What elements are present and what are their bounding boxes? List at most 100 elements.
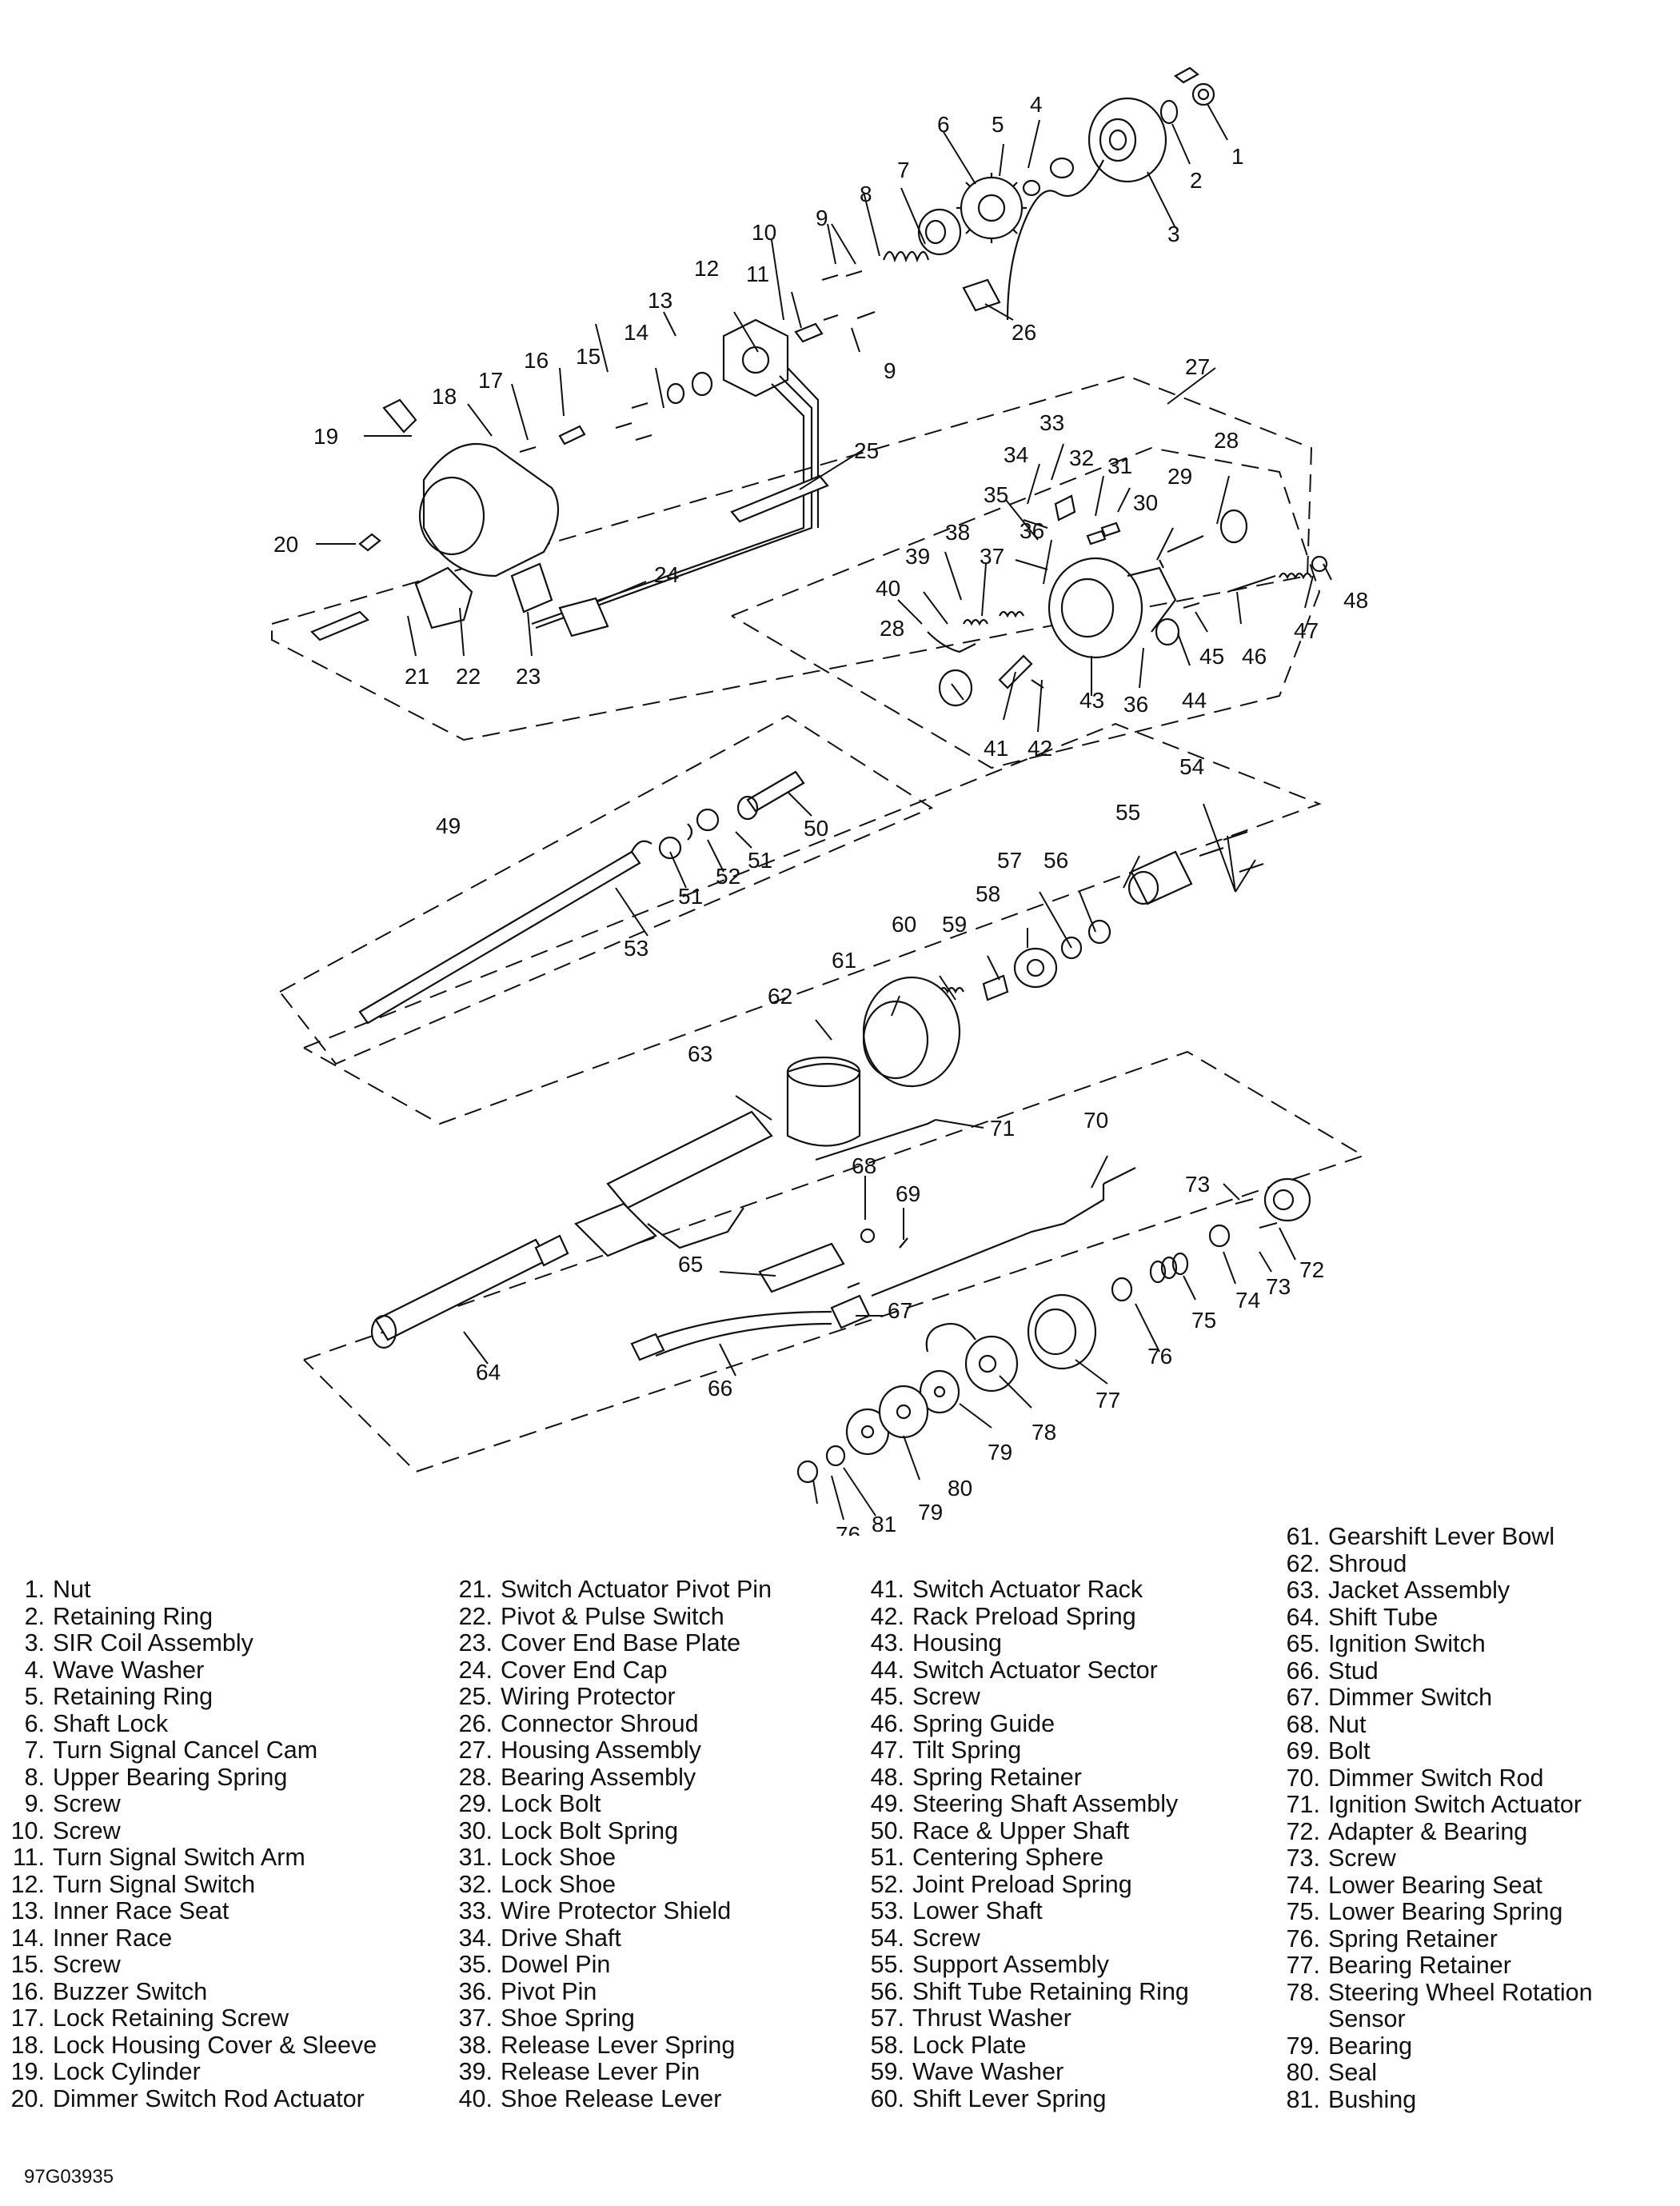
callout: 39 [905, 544, 930, 569]
part-13-inner-race-seat [691, 371, 713, 397]
legend-number: 1. [24, 1576, 45, 1603]
legend-number: 41. [870, 1576, 904, 1603]
legend-label: Lock Cylinder [53, 2058, 201, 2085]
legend-row: 21. Switch Actuator Pivot Pin [448, 1576, 772, 1604]
legend-row: 9.Screw [0, 1790, 377, 1818]
legend-number: 73. [1286, 1844, 1320, 1872]
part-60-shift-lever-spring [939, 986, 964, 994]
legend-row: 43.Housing [860, 1629, 1189, 1657]
callout: 43 [1079, 688, 1104, 713]
upper-group-outline [271, 374, 1313, 741]
legend-row-continuation: Sensor [1275, 2005, 1593, 2033]
part-55-support-assembly [1127, 850, 1193, 905]
part-73-screws [1235, 1197, 1278, 1229]
legend-row: 7.Turn Signal Cancel Cam [0, 1736, 377, 1764]
legend-label: Connector Shroud [501, 1709, 699, 1737]
legend-label: Nut [1328, 1710, 1367, 1738]
legend-label: Switch Actuator Sector [912, 1656, 1158, 1684]
callout: 42 [1028, 736, 1052, 761]
part-34-35-drive-shaft-dowel [1015, 518, 1048, 571]
legend-number: 59. [870, 2058, 904, 2085]
part-20-dimmer-rod-actuator [358, 533, 381, 552]
legend-label: Rack Preload Spring [912, 1602, 1136, 1630]
legend-number: 74. [1286, 1871, 1320, 1899]
legend-label: Cover End Cap [501, 1656, 668, 1684]
legend-row: 41.Switch Actuator Rack [860, 1576, 1189, 1604]
part-23-cover-end-base-plate [510, 562, 553, 613]
legend-label: Cover End Base Plate [501, 1629, 741, 1656]
part-77-bearing-retainer [1027, 1293, 1097, 1370]
callout: 11 [746, 262, 769, 286]
callout: 74 [1235, 1288, 1260, 1313]
legend-row: 27.Housing Assembly [448, 1736, 772, 1764]
legend-row: 8.Upper Bearing Spring [0, 1764, 377, 1792]
legend-label: Turn Signal Switch Arm [53, 1844, 305, 1871]
legend-label: Bearing Assembly [501, 1763, 696, 1791]
legend-row: 36.Pivot Pin [448, 1977, 772, 2006]
legend-row: 49.Steering Shaft Assembly [860, 1790, 1189, 1818]
legend-row: 26.Connector Shroud [448, 1709, 772, 1738]
part-1-nut [1174, 66, 1215, 106]
callout: 72 [1299, 1257, 1324, 1282]
legend-label: Centering Sphere [912, 1844, 1104, 1871]
legend-row: 10.Screw [0, 1817, 377, 1845]
callout: 28 [1214, 428, 1239, 453]
legend-row: 65.Ignition Switch [1275, 1630, 1593, 1658]
legend-number: 6. [24, 1709, 45, 1737]
part-70-dimmer-switch-rod [871, 1167, 1136, 1297]
legend-number: 50. [870, 1816, 904, 1844]
callout: 68 [852, 1153, 876, 1178]
legend-row: 4.Wave Washer [0, 1656, 377, 1684]
part-28-bearing-assemblies [938, 509, 1248, 707]
figure-code: 97G03935 [24, 2166, 114, 2188]
legend-number: 22. [458, 1602, 493, 1630]
legend-row: 73.Screw [1275, 1844, 1593, 1872]
legend-number: 21. [458, 1576, 493, 1603]
callout: 47 [1294, 618, 1319, 643]
callout: 4 [1030, 92, 1043, 117]
legend-number: 14. [10, 1924, 45, 1952]
callout: 71 [990, 1116, 1015, 1141]
legend-number: 18. [10, 2031, 45, 2059]
legend-label: Pivot Pin [501, 1977, 597, 2005]
legend-label: Switch Actuator Pivot Pin [501, 1576, 772, 1603]
callout: 77 [1095, 1388, 1120, 1413]
part-61-gearshift-lever-bowl [862, 976, 961, 1088]
legend-number: 68. [1286, 1710, 1320, 1738]
legend-label: Release Lever Pin [501, 2058, 700, 2085]
legend-row: 12.Turn Signal Switch [0, 1870, 377, 1899]
legend-row: 3.SIR Coil Assembly [0, 1629, 377, 1657]
legend-row: 68. Nut [1275, 1710, 1593, 1739]
part-69-bolt [899, 1237, 908, 1249]
callout: 60 [892, 912, 916, 937]
part-50-race-upper-shaft [736, 770, 805, 821]
legend-label: Nut [53, 1576, 91, 1603]
part-62-shroud [786, 1056, 861, 1147]
legend-label: Wave Washer [53, 1656, 205, 1684]
callout: 1 [1231, 144, 1244, 169]
part-71-ignition-actuator [815, 1119, 936, 1161]
legend-number: 65. [1286, 1630, 1320, 1657]
callout: 51 [678, 884, 703, 909]
part-16-buzzer-switch [558, 425, 586, 446]
part-12-turn-signal-switch [531, 318, 820, 629]
legend-number: 20. [10, 2084, 45, 2112]
legend-number: 39. [458, 2058, 493, 2085]
legend-number: 62. [1286, 1549, 1320, 1577]
legend-label: Screw [912, 1924, 980, 1952]
legend-label: SIR Coil Assembly [53, 1629, 253, 1656]
legend-label: Turn Signal Switch [53, 1870, 256, 1898]
part-11-turn-signal-arm [794, 322, 824, 343]
legend-number: 31. [458, 1844, 493, 1871]
callout: 7 [897, 158, 910, 182]
legend-label: Drive Shaft [501, 1924, 621, 1952]
legend-label: Wire Protector Shield [501, 1897, 732, 1924]
legend-label: Pivot & Pulse Switch [501, 1602, 724, 1630]
callout: 40 [876, 576, 900, 601]
legend-row: 20.Dimmer Switch Rod Actuator [0, 2084, 377, 2113]
part-64-shift-tube [370, 1234, 569, 1349]
part-65-ignition-switch [758, 1242, 845, 1293]
legend-row: 1. Nut [0, 1576, 377, 1604]
callout: 26 [1012, 320, 1036, 345]
legend-row: 23.Cover End Base Plate [448, 1629, 772, 1657]
